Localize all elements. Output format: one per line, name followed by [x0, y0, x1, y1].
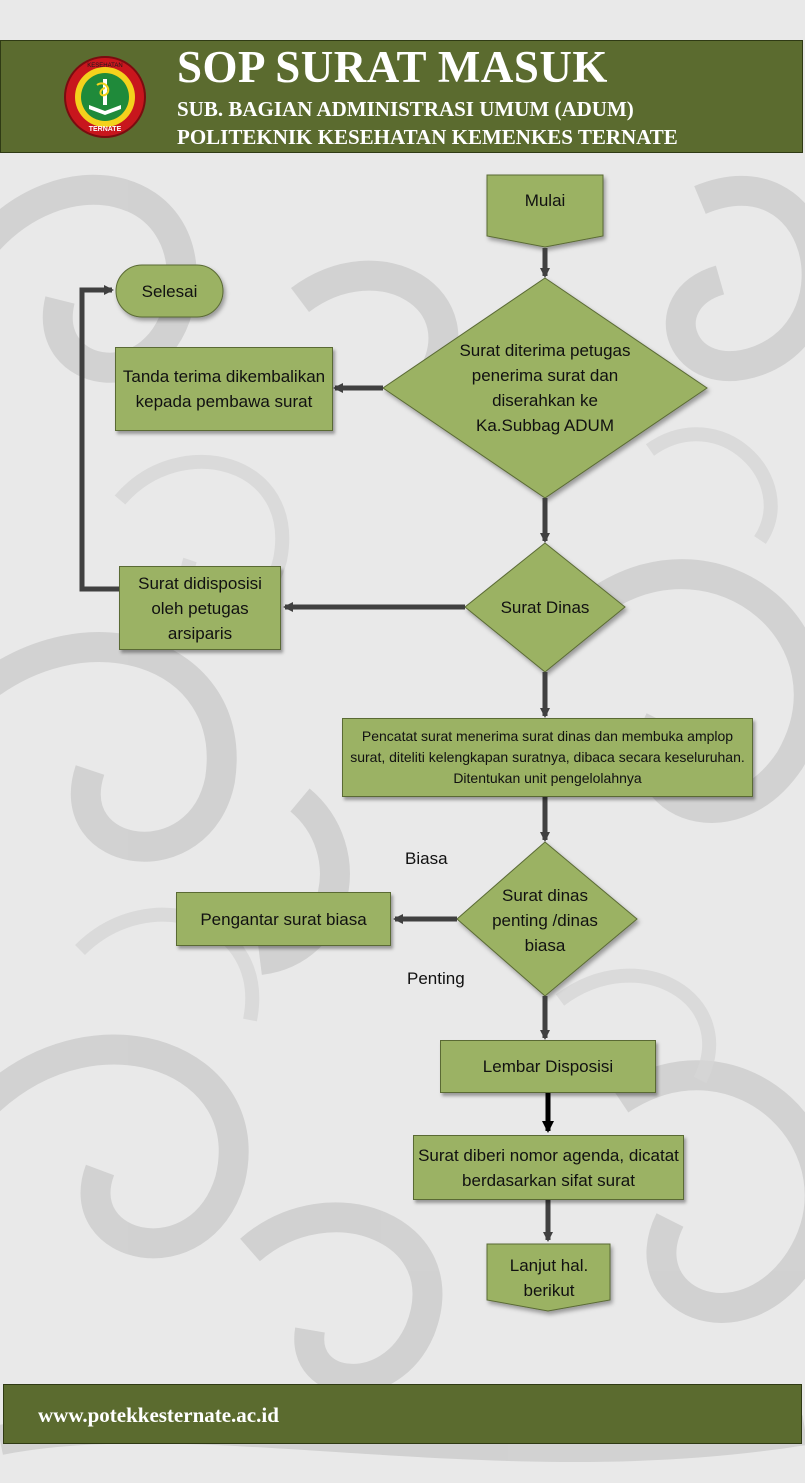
- disposition-archivist-box: Surat didisposisi oleh petugas arsiparis: [119, 566, 281, 650]
- footer-banner: www.potekkesternate.ac.id: [3, 1384, 802, 1444]
- arrow-disposition-to-end: [79, 285, 119, 592]
- regular-cover-box: Pengantar surat biasa: [176, 892, 391, 946]
- page-title: SOP SURAT MASUK: [177, 42, 608, 92]
- end-terminator: [115, 264, 224, 318]
- decision-dinas-label: Surat Dinas: [500, 597, 590, 617]
- poltekkes-logo-icon: TERNATE KESEHATAN: [64, 56, 146, 138]
- decision-priority-label: Surat dinas penting /dinas biasa: [492, 885, 598, 955]
- start-offpage-connector: [486, 174, 604, 248]
- header-banner: TERNATE KESEHATAN SOP SURAT MASUK SUB. B…: [0, 40, 803, 153]
- continue-label: Lanjut hal. berikut: [509, 1256, 589, 1300]
- decision-receive-label: Surat diterima petugas penerima surat da…: [459, 341, 631, 435]
- record-process-box: Pencatat surat menerima surat dinas dan …: [342, 718, 753, 797]
- agenda-number-box: Surat diberi nomor agenda, dicatat berda…: [413, 1135, 684, 1200]
- end-label: Selesai: [141, 281, 198, 301]
- logo-text-ternate: TERNATE: [89, 126, 122, 133]
- continue-offpage-connector: [486, 1243, 611, 1312]
- branch-label-biasa: Biasa: [405, 849, 448, 868]
- disposition-sheet-box: Lembar Disposisi: [440, 1040, 656, 1093]
- page-subtitle-institution: POLITEKNIK KESEHATAN KEMENKES TERNATE: [177, 125, 678, 149]
- footer-website-url: www.potekkesternate.ac.id: [38, 1403, 279, 1427]
- branch-label-penting: Penting: [407, 969, 465, 988]
- receipt-return-box: Tanda terima dikembalikan kepada pembawa…: [115, 347, 333, 431]
- logo-text-kesehatan: KESEHATAN: [87, 63, 122, 69]
- page-subtitle-department: SUB. BAGIAN ADMINISTRASI UMUM (ADUM): [177, 97, 634, 121]
- start-label: Mulai: [524, 190, 566, 210]
